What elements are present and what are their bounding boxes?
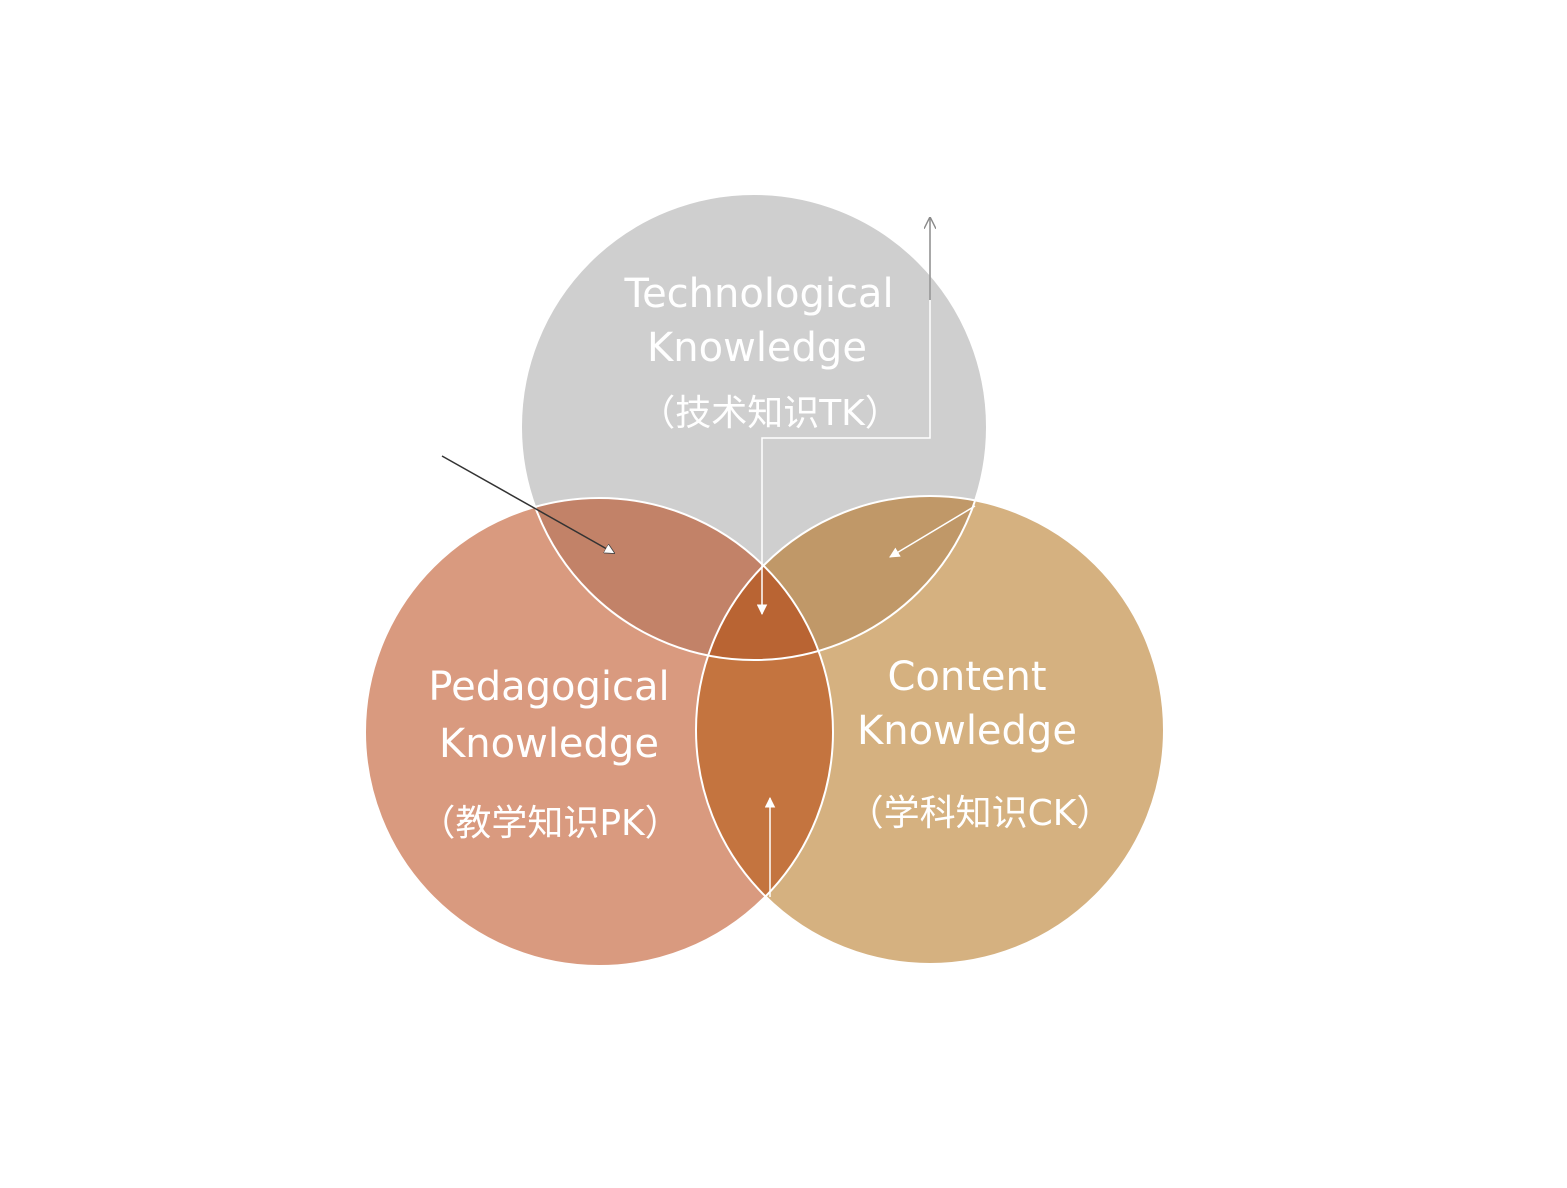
tk-label-line1: Technological bbox=[623, 271, 893, 317]
ck-label-line1: Content bbox=[887, 654, 1046, 700]
pk-outline bbox=[364, 497, 834, 967]
tck-overlap bbox=[696, 496, 987, 660]
pk-label-line1: Pedagogical bbox=[428, 664, 669, 710]
ck-label-line3: （学科知识CK） bbox=[848, 793, 1113, 834]
arrow-tk-to-center bbox=[756, 220, 931, 616]
ck-outline bbox=[695, 495, 1165, 965]
pk-label-line2: Knowledge bbox=[439, 721, 659, 767]
tk-label-line2: Knowledge bbox=[647, 325, 867, 371]
tk-outline bbox=[520, 193, 988, 661]
ck-label-line2: Knowledge bbox=[857, 708, 1077, 754]
tk-label-line3: （技术知识TK） bbox=[639, 393, 901, 434]
tpk-overlap bbox=[521, 498, 833, 660]
pk-label-line3: （教学知识PK） bbox=[419, 803, 680, 844]
arrow-into-tck bbox=[889, 505, 976, 558]
arrow-into-tpk bbox=[441, 455, 614, 553]
